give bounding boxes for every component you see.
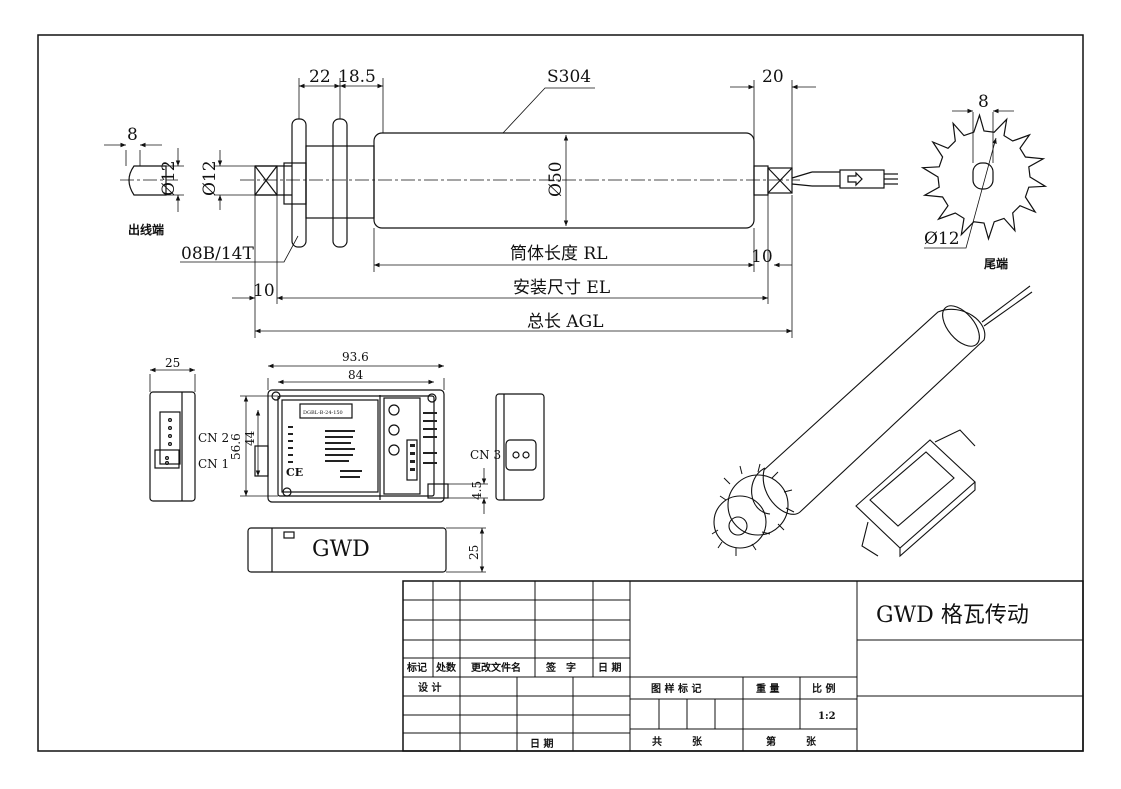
shaft-end-profile: [128, 165, 167, 196]
left-shaft-end: [254, 165, 278, 196]
sprocket-left-1: [291, 118, 307, 248]
cable: [791, 171, 840, 187]
company-name: GWD 格瓦传动: [876, 603, 1029, 628]
driver-brand-text: GWD: [312, 537, 370, 562]
dim-56-6: 56.6: [229, 433, 243, 460]
dim-84: 84: [348, 368, 364, 382]
dim-25-bottom: 25: [467, 545, 481, 560]
driver-side-view: [149, 391, 196, 502]
mount-tab-bottom: [427, 483, 449, 499]
driver-top-view: [254, 389, 449, 503]
label-cn3: CN 3: [470, 448, 501, 462]
total-length-label: 总长 AGL: [527, 312, 604, 332]
dim-10-right: 10: [751, 247, 773, 267]
dim-25-side: 25: [165, 356, 180, 370]
scale-label: 比 例: [812, 682, 835, 695]
label-cn2: CN 2: [198, 431, 229, 445]
rev-header-date: 日 期: [598, 661, 621, 674]
install-size-label: 安装尺寸 EL: [513, 278, 610, 298]
label-cn1: CN 1: [198, 457, 229, 471]
connector-cn2: [159, 411, 181, 465]
connector-cn3: [505, 439, 537, 471]
dim-phi12-sprocket: Ø12: [924, 229, 960, 249]
driver-bottom-view: [247, 527, 447, 573]
label-cable-end: 出线端: [128, 222, 164, 237]
motorized-roller-side-view: [128, 118, 898, 248]
isometric-assembly-view: [713, 285, 1033, 558]
dim-s304: S304: [547, 67, 591, 87]
model-plate: [299, 403, 353, 419]
dim-10-left: 10: [253, 281, 275, 301]
driver-model: DGBL-B-24-150: [303, 410, 343, 416]
design-label: 设 计: [418, 681, 441, 694]
title-block: [402, 580, 1084, 752]
dim-phi50: Ø50: [546, 161, 566, 197]
dim-8-left: 8: [127, 125, 138, 145]
sprocket-bore: [972, 162, 994, 190]
right-shaft-end: [767, 167, 793, 194]
mount-tab-left: [254, 445, 269, 477]
rev-header-sign: 签 字: [545, 661, 576, 674]
dim-phi12-shaft: Ø12: [200, 160, 220, 196]
drawing-mark-label: 图 样 标 记: [651, 682, 701, 695]
motor-dimension-text: 22 18.5 S304 20 8 Ø12 Ø12 Ø50 出线端 08B/14…: [127, 67, 784, 332]
dim-44: 44: [243, 430, 257, 446]
rev-header-count: 处数: [435, 661, 457, 674]
scale-value: 1:2: [818, 711, 836, 722]
label-tail-end: 尾端: [984, 256, 1008, 271]
iso-sprocket-2: [713, 495, 767, 549]
iso-sprocket-1: [727, 474, 789, 536]
roller-hub: [305, 145, 375, 219]
sprocket-left-2: [332, 118, 348, 248]
sprocket-spec: 08B/14T: [181, 244, 254, 264]
rev-header-file: 更改文件名: [471, 661, 521, 674]
iso-driver-box: [855, 439, 976, 549]
driver-end-view: [495, 393, 545, 501]
rev-header-mark: 标记: [406, 661, 427, 674]
dim-4-5: 4.5: [470, 481, 484, 500]
dim-20: 20: [762, 67, 784, 87]
connector-cn1: [154, 449, 180, 469]
screw-top-right: [427, 393, 437, 403]
dim-22: 22: [309, 67, 331, 87]
ce-mark: CE: [286, 466, 303, 479]
iso-cable: [981, 285, 1033, 327]
iso-roller-tube: [762, 308, 986, 515]
total-sheets: 共 张: [652, 735, 703, 748]
date-label: 日 期: [530, 737, 553, 750]
dim-phi12-profile: Ø12: [159, 160, 179, 196]
screw-bottom-left: [282, 487, 292, 497]
weight-label: 重 量: [756, 682, 779, 695]
dim-18-5: 18.5: [338, 67, 376, 87]
dim-93-6: 93.6: [342, 350, 369, 364]
title-block-text: GWD 格瓦传动 标记 处数 更改文件名 签 字 日 期 设 计 日 期 图 样…: [406, 603, 1029, 750]
driver-label-panel: [281, 399, 379, 493]
sprocket-end-view: 8 Ø12 尾端: [920, 92, 1048, 271]
iso-sprocket-teeth: [711, 463, 795, 556]
tube-length-label: 筒体长度 RL: [510, 244, 608, 264]
dim-8-sprocket: 8: [978, 92, 989, 112]
sheet-number: 第 张: [766, 735, 817, 748]
motor-dimension-lines: [104, 78, 816, 338]
sprocket-gear: [920, 113, 1048, 241]
